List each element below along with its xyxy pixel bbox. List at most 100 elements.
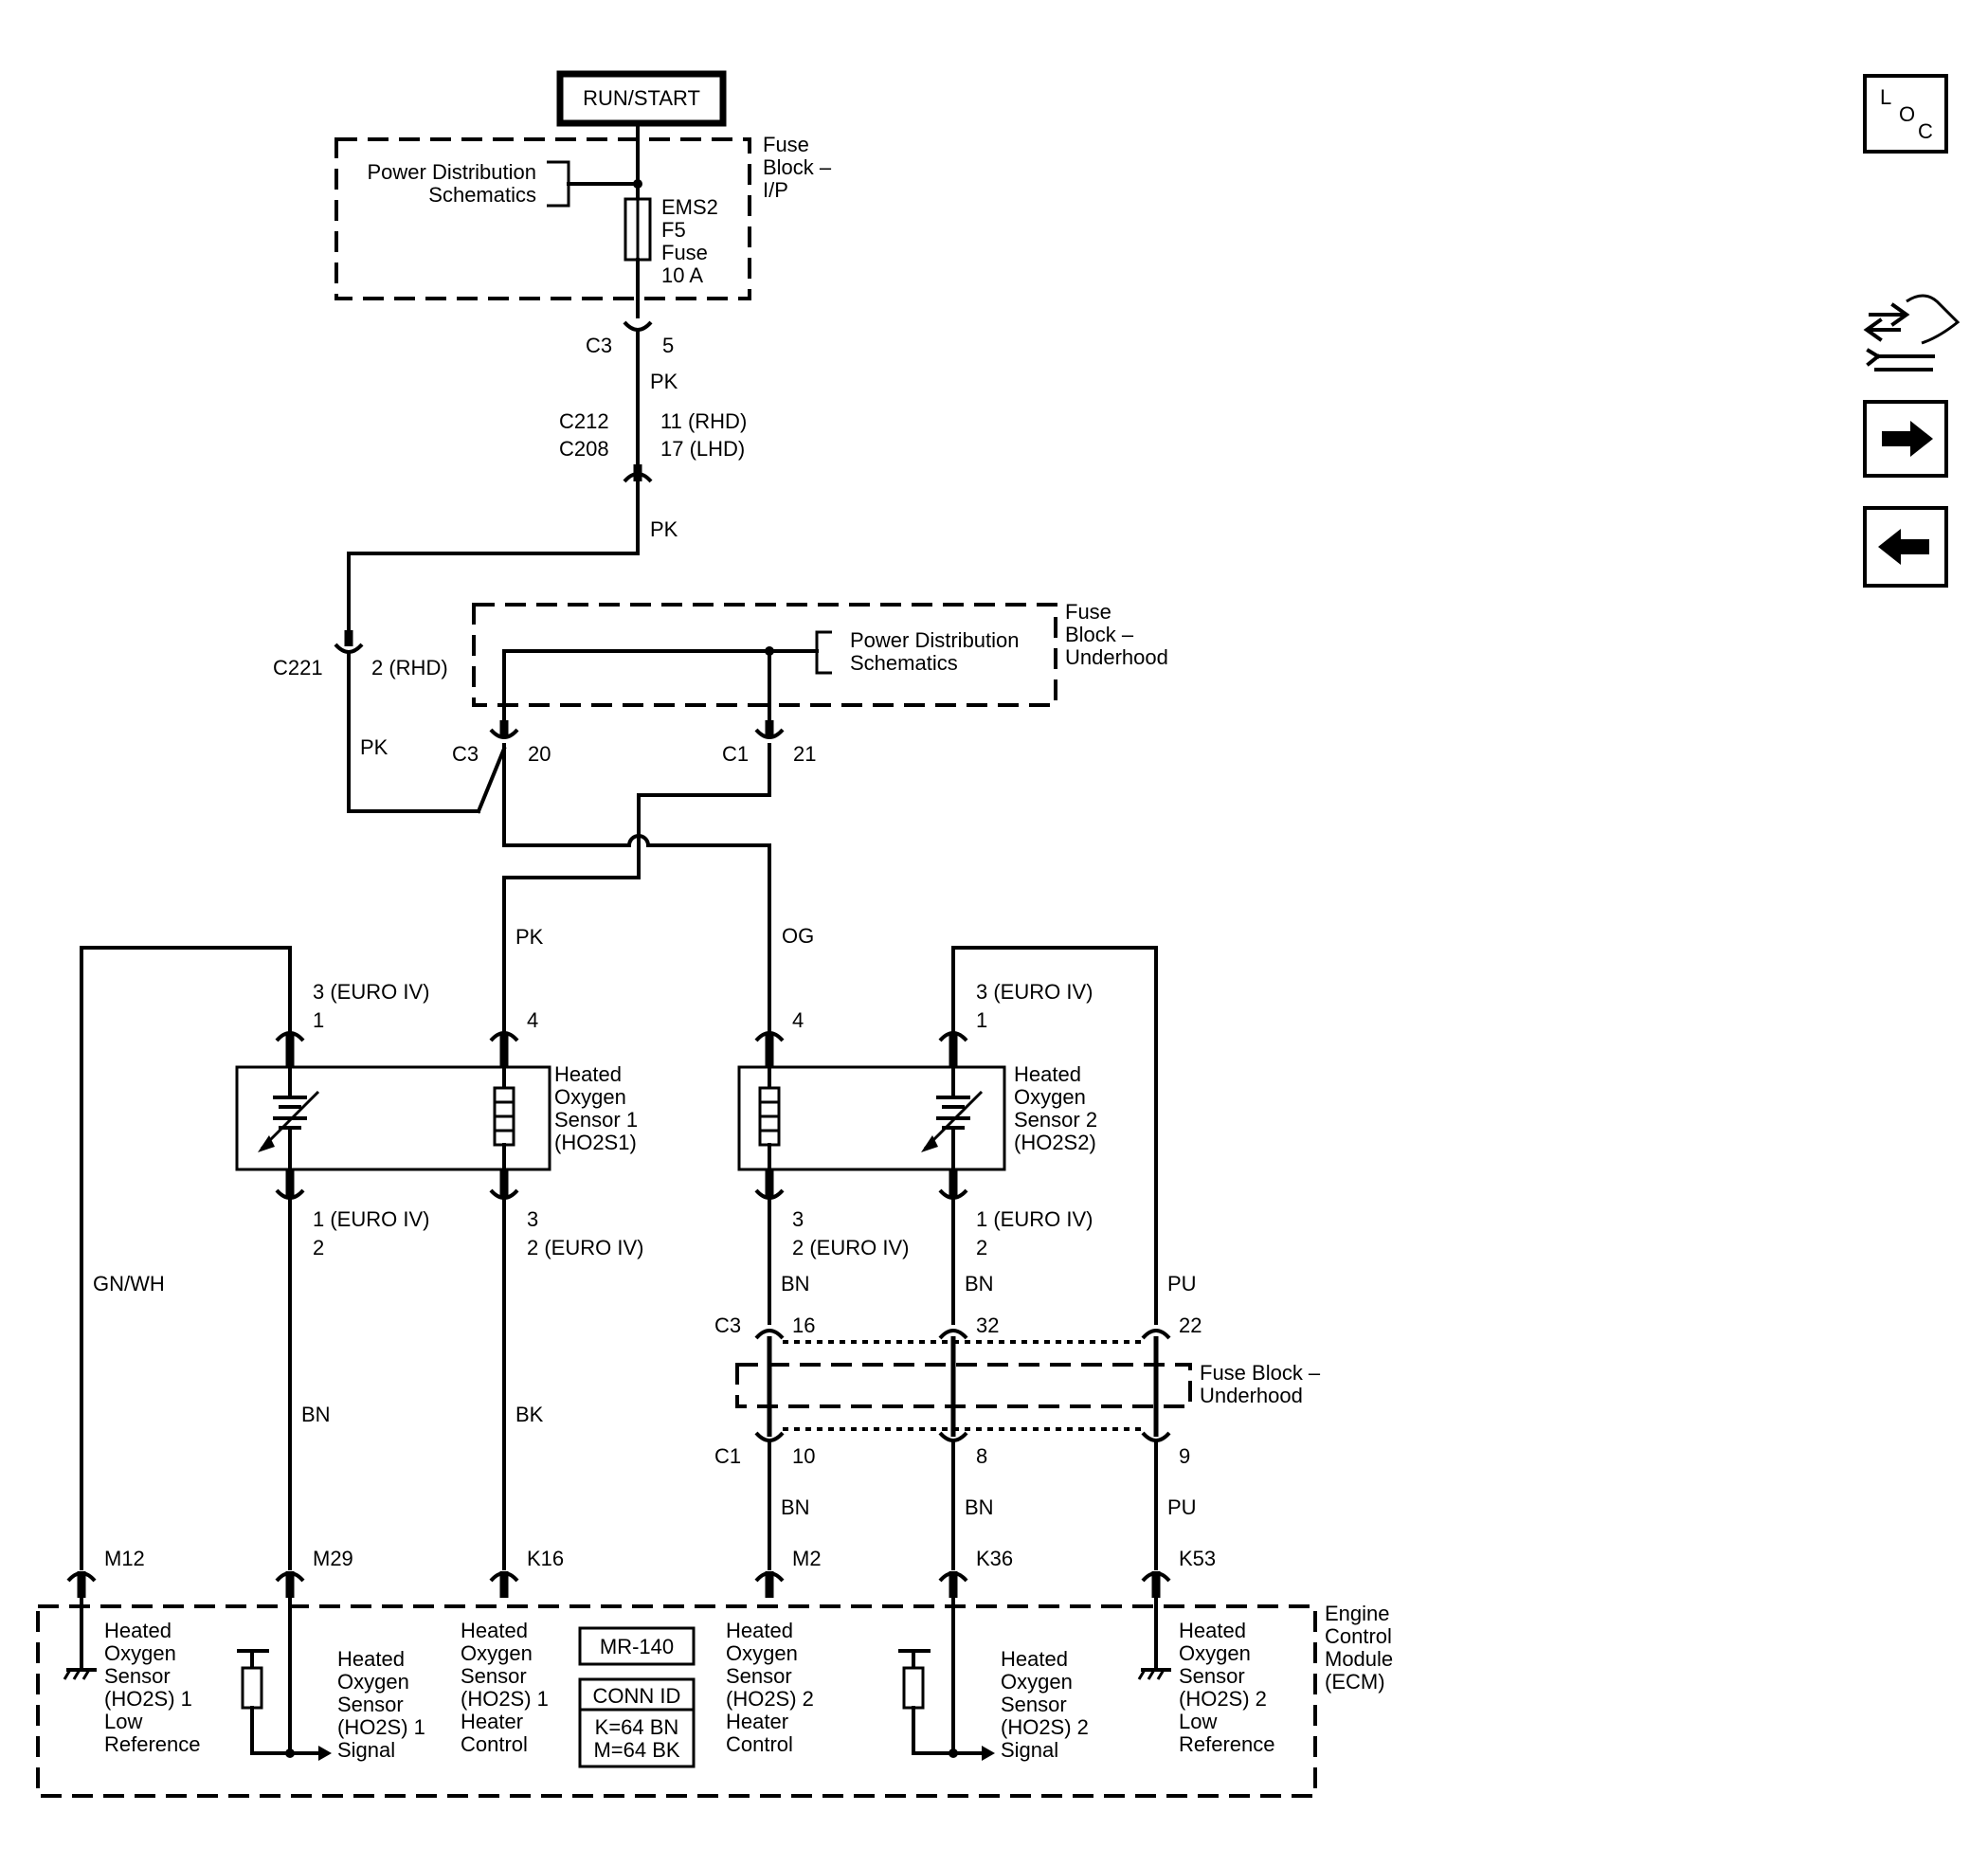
svg-text:2 (EURO IV): 2 (EURO IV) — [527, 1236, 643, 1259]
engine-control-module: Engine Control Module (ECM) Heated Oxyge… — [36, 1596, 1393, 1798]
svg-text:Oxygen: Oxygen — [1179, 1641, 1251, 1665]
svg-text:PK: PK — [650, 517, 678, 541]
heater-element-icon — [758, 1065, 781, 1171]
fuse-block-underhood: Fuse Block – Underhood Power Distributio… — [472, 600, 1168, 722]
svg-text:Oxygen: Oxygen — [1001, 1670, 1073, 1694]
power-source-box: RUN/START — [556, 70, 727, 127]
svg-text:Sensor: Sensor — [337, 1693, 404, 1716]
svg-text:(HO2S) 1: (HO2S) 1 — [461, 1687, 549, 1711]
svg-text:CONN ID: CONN ID — [593, 1684, 681, 1708]
svg-text:Oxygen: Oxygen — [726, 1641, 798, 1665]
svg-text:C208: C208 — [559, 437, 609, 461]
svg-text:Heated: Heated — [1014, 1062, 1081, 1086]
svg-text:5: 5 — [662, 334, 674, 357]
svg-text:K=64 BN: K=64 BN — [595, 1715, 679, 1739]
connector-c212-c208 — [623, 472, 653, 483]
svg-text:3: 3 — [527, 1207, 538, 1231]
svg-text:M2: M2 — [792, 1547, 822, 1570]
svg-text:Control: Control — [461, 1732, 528, 1756]
svg-text:Engine: Engine — [1325, 1602, 1390, 1625]
svg-text:C: C — [1918, 119, 1933, 143]
svg-text:BN: BN — [781, 1495, 810, 1519]
arrow-left-icon — [1878, 529, 1929, 565]
svg-text:BN: BN — [965, 1495, 994, 1519]
svg-text:Heated: Heated — [104, 1619, 172, 1642]
svg-text:9: 9 — [1179, 1444, 1190, 1468]
svg-text:(HO2S) 1: (HO2S) 1 — [104, 1687, 192, 1711]
fuse-block-ip-title: Fuse — [763, 133, 809, 156]
signal-resistor-icon — [898, 1596, 995, 1761]
signal-resistor-icon — [237, 1596, 332, 1761]
svg-text:Heated: Heated — [726, 1619, 793, 1642]
svg-text:Heated: Heated — [1179, 1619, 1246, 1642]
svg-text:PK: PK — [515, 925, 544, 949]
svg-text:(HO2S1): (HO2S1) — [554, 1131, 637, 1154]
svg-text:I/P: I/P — [763, 178, 788, 202]
svg-text:C3: C3 — [714, 1313, 741, 1337]
svg-text:OG: OG — [782, 924, 814, 948]
loc-button[interactable]: L O C — [1863, 74, 1948, 154]
svg-text:(HO2S) 2: (HO2S) 2 — [726, 1687, 814, 1711]
fuse-label: EMS2 — [661, 195, 718, 219]
svg-text:C212: C212 — [559, 409, 609, 433]
svg-text:4: 4 — [527, 1008, 538, 1032]
svg-text:C3: C3 — [452, 742, 479, 766]
svg-text:Low: Low — [104, 1710, 142, 1733]
svg-text:PK: PK — [650, 370, 678, 393]
svg-text:K16: K16 — [527, 1547, 564, 1570]
svg-text:Oxygen: Oxygen — [104, 1641, 176, 1665]
connector-c1-underhood — [754, 728, 785, 739]
svg-text:1: 1 — [313, 1008, 324, 1032]
svg-text:10 A: 10 A — [661, 263, 703, 287]
power-source-label: RUN/START — [583, 86, 700, 110]
svg-text:M=64 BK: M=64 BK — [593, 1738, 679, 1762]
svg-text:Block –: Block – — [1065, 623, 1134, 646]
heater-element-icon — [493, 1065, 515, 1171]
svg-text:Heated: Heated — [337, 1647, 405, 1671]
svg-text:PU: PU — [1167, 1495, 1197, 1519]
svg-text:BN: BN — [965, 1272, 994, 1295]
svg-text:Power Distribution: Power Distribution — [850, 628, 1020, 652]
svg-text:Heater: Heater — [461, 1710, 523, 1733]
connector-tool-icon — [1863, 294, 1961, 371]
arrow-right-icon — [1882, 421, 1933, 457]
svg-text:1: 1 — [976, 1008, 987, 1032]
svg-text:3 (EURO IV): 3 (EURO IV) — [313, 980, 429, 1004]
svg-text:(ECM): (ECM) — [1325, 1670, 1385, 1694]
svg-text:21: 21 — [793, 742, 816, 766]
svg-text:O: O — [1899, 102, 1915, 126]
svg-text:2 (RHD): 2 (RHD) — [371, 656, 448, 679]
svg-text:22: 22 — [1179, 1313, 1202, 1337]
svg-text:Heated: Heated — [461, 1619, 528, 1642]
svg-text:Block –: Block – — [763, 155, 832, 179]
fuse-block-underhood-lower: Fuse Block – Underhood — [735, 1361, 1321, 1408]
ecm-connector-pins — [66, 1571, 1171, 1598]
svg-text:Sensor: Sensor — [104, 1664, 171, 1688]
svg-text:32: 32 — [976, 1313, 999, 1337]
svg-text:M29: M29 — [313, 1547, 353, 1570]
svg-text:BK: BK — [515, 1403, 544, 1426]
sensor-element-icon — [258, 1065, 320, 1171]
svg-text:Sensor: Sensor — [1001, 1693, 1067, 1716]
ground-icon — [63, 1596, 97, 1680]
svg-text:GN/WH: GN/WH — [93, 1272, 165, 1295]
svg-text:Schematics: Schematics — [850, 651, 958, 675]
svg-text:Reference: Reference — [1179, 1732, 1275, 1756]
ground-icon — [1137, 1596, 1171, 1680]
svg-text:2: 2 — [976, 1236, 987, 1259]
svg-text:Sensor: Sensor — [1179, 1664, 1245, 1688]
mr-140-box — [578, 1626, 696, 1666]
svg-text:Sensor 2: Sensor 2 — [1014, 1108, 1097, 1132]
svg-text:C221: C221 — [273, 656, 323, 679]
svg-text:17 (LHD): 17 (LHD) — [660, 437, 745, 461]
connector-tool-button[interactable] — [1863, 294, 1961, 371]
svg-text:Fuse: Fuse — [1065, 600, 1111, 624]
svg-text:Fuse: Fuse — [661, 241, 708, 264]
svg-text:Signal: Signal — [1001, 1738, 1058, 1762]
svg-text:(HO2S) 2: (HO2S) 2 — [1179, 1687, 1267, 1711]
next-button[interactable] — [1863, 400, 1948, 478]
sensor-element-icon — [921, 1065, 984, 1171]
svg-text:Underhood: Underhood — [1065, 645, 1168, 669]
heated-oxygen-sensor-1: Heated Oxygen Sensor 1 (HO2S1) — [235, 1062, 638, 1171]
previous-button[interactable] — [1863, 506, 1948, 588]
